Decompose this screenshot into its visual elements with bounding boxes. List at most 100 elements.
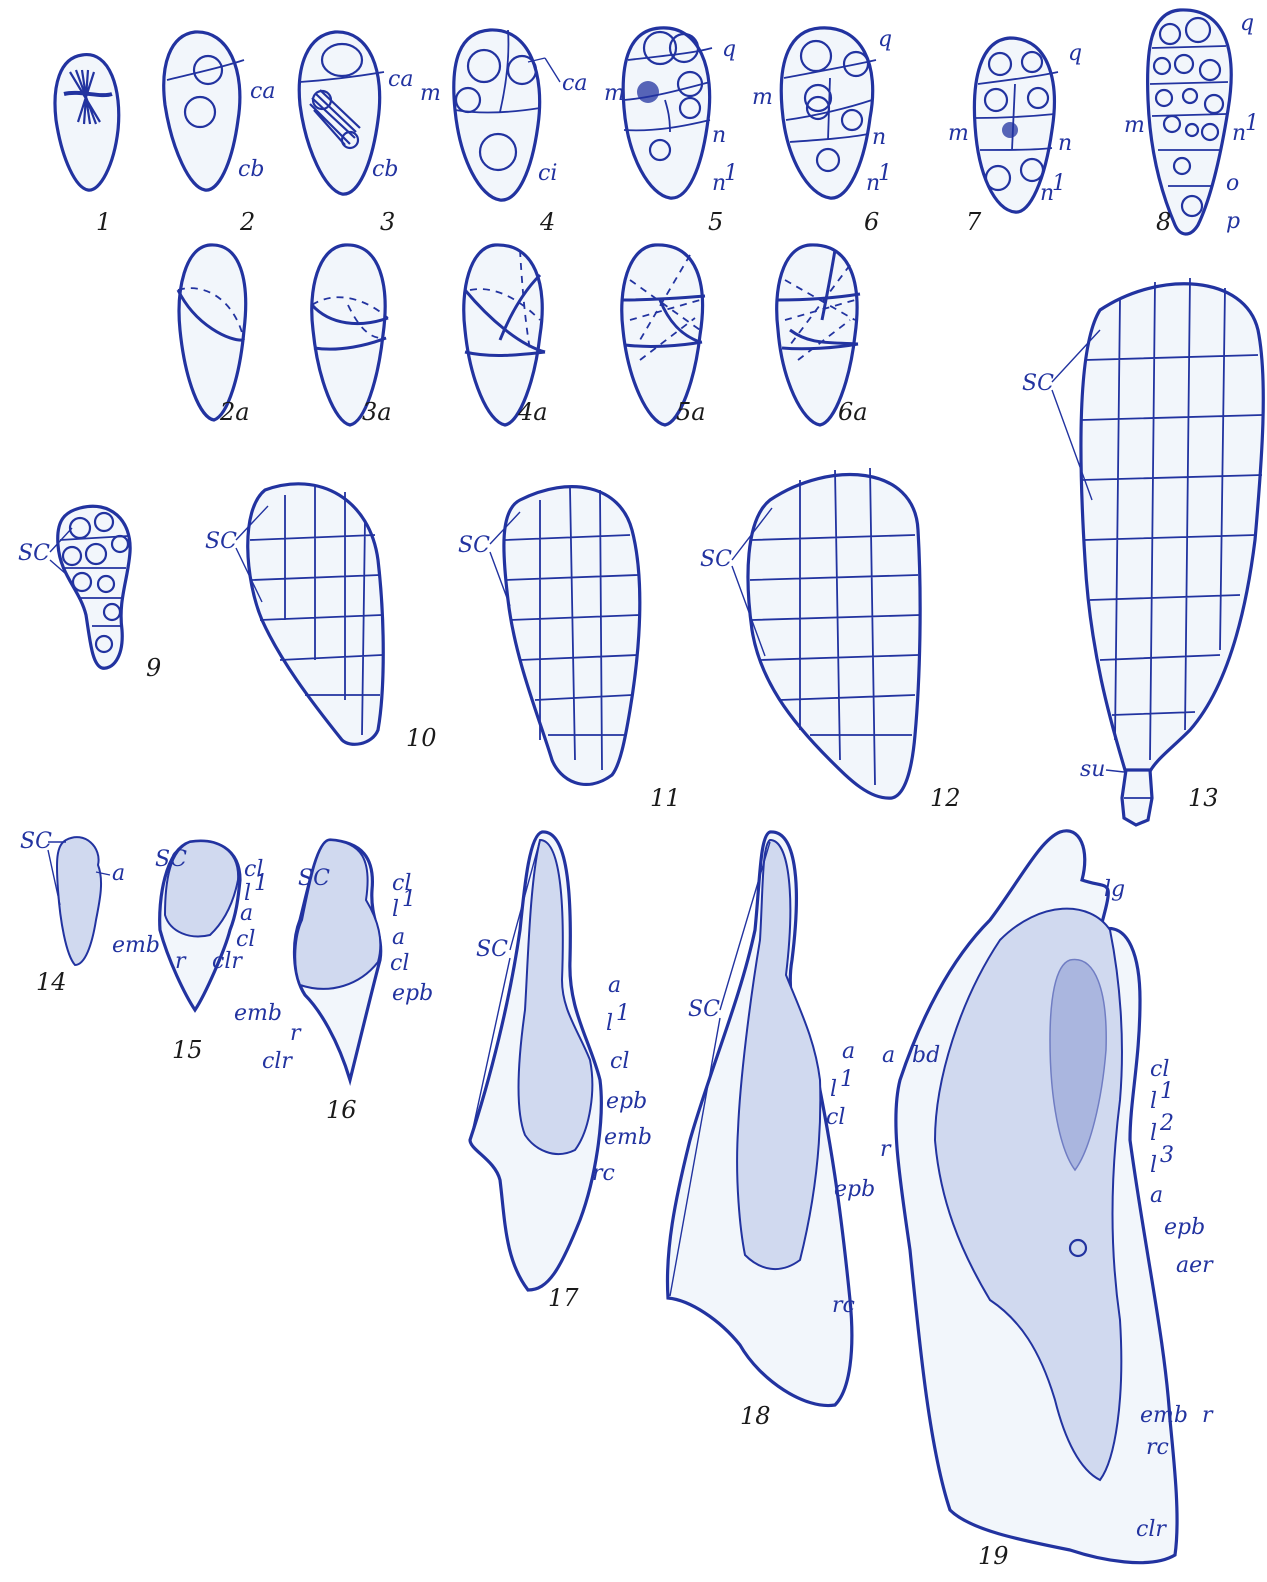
svg-text:r: r — [175, 949, 187, 974]
figure-12: SC 12 — [700, 468, 961, 812]
figure-number-17: 17 — [548, 1284, 579, 1312]
figure-number-19: 19 — [978, 1542, 1009, 1570]
svg-text:1: 1 — [1052, 171, 1066, 196]
figure-5a: 5a — [622, 245, 706, 426]
svg-text:m: m — [420, 81, 441, 106]
svg-text:a: a — [112, 861, 125, 886]
figure-number-6a: 6a — [838, 398, 868, 426]
figure-number-15: 15 — [172, 1036, 203, 1064]
svg-text:clr: clr — [1136, 1517, 1167, 1542]
figure-15: SC cl l 1 a cl emb r clr 15 — [112, 841, 268, 1064]
figure-number-3a: 3a — [362, 398, 392, 426]
svg-text:o: o — [1226, 171, 1239, 196]
figure-2: ca cb 2 — [164, 32, 276, 236]
svg-text:SC: SC — [688, 997, 720, 1022]
svg-text:clr: clr — [262, 1049, 293, 1074]
figure-9: SC 9 — [18, 506, 161, 682]
svg-text:a: a — [842, 1039, 855, 1064]
figure-number-8: 8 — [1156, 208, 1171, 236]
figure-5: m q n n 1 5 — [604, 28, 738, 236]
figure-1: 1 — [55, 55, 119, 236]
figure-number-5: 5 — [708, 208, 723, 236]
svg-text:l: l — [1150, 1121, 1157, 1146]
svg-text:a: a — [1150, 1183, 1163, 1208]
figure-number-2a: 2a — [219, 398, 250, 426]
svg-text:epb: epb — [606, 1089, 647, 1114]
figure-3a: 3a — [312, 245, 392, 426]
svg-text:q: q — [1068, 41, 1082, 66]
svg-text:n: n — [872, 125, 886, 150]
figure-14: SC a 14 — [20, 829, 125, 996]
svg-text:rc: rc — [1146, 1435, 1169, 1460]
svg-text:r: r — [290, 1021, 302, 1046]
svg-text:3: 3 — [1160, 1143, 1174, 1168]
figure-2a: 2a — [178, 245, 250, 426]
svg-text:m: m — [948, 121, 969, 146]
svg-text:1: 1 — [616, 1001, 630, 1026]
figure-number-3: 3 — [380, 208, 395, 236]
svg-text:q: q — [878, 27, 892, 52]
svg-text:cb: cb — [372, 157, 398, 182]
svg-text:a: a — [240, 901, 253, 926]
figure-number-5a: 5a — [676, 398, 706, 426]
svg-text:epb: epb — [1164, 1215, 1205, 1240]
svg-text:1: 1 — [402, 887, 416, 912]
svg-text:emb: emb — [604, 1125, 652, 1150]
svg-text:SC: SC — [700, 547, 732, 572]
figure-6a: 6a — [777, 245, 868, 426]
figure-number-11: 11 — [650, 784, 681, 812]
figure-number-2: 2 — [239, 208, 255, 236]
figure-number-7: 7 — [966, 208, 982, 236]
svg-text:cl: cl — [610, 1049, 629, 1074]
svg-text:p: p — [1226, 209, 1240, 234]
svg-text:1: 1 — [840, 1067, 854, 1092]
svg-text:ci: ci — [538, 161, 557, 186]
svg-text:aer: aer — [1176, 1253, 1214, 1278]
svg-text:clr: clr — [212, 949, 243, 974]
figure-number-13: 13 — [1188, 784, 1219, 812]
svg-text:ca: ca — [388, 67, 413, 92]
svg-text:r: r — [1202, 1403, 1214, 1428]
figure-11: SC 11 — [458, 487, 681, 812]
svg-text:1: 1 — [1245, 111, 1259, 136]
svg-text:m: m — [1124, 113, 1145, 138]
svg-text:su: su — [1080, 757, 1105, 782]
figure-number-9: 9 — [146, 654, 161, 682]
svg-text:rc: rc — [832, 1293, 855, 1318]
figure-number-16: 16 — [326, 1096, 357, 1124]
figure-number-6: 6 — [864, 208, 879, 236]
svg-text:l: l — [830, 1077, 837, 1102]
figure-8: m q n 1 o p 8 — [1124, 10, 1259, 236]
figure-number-14: 14 — [36, 968, 67, 996]
svg-text:l: l — [392, 897, 399, 922]
figure-7: m q n n 1 7 — [948, 38, 1082, 236]
svg-text:l: l — [606, 1011, 613, 1036]
figure-17: SC a l 1 cl epb emb rc 17 — [470, 832, 652, 1312]
figure-10: SC 10 — [205, 484, 437, 752]
svg-text:SC: SC — [20, 829, 52, 854]
svg-text:lg: lg — [1104, 877, 1125, 902]
svg-text:SC: SC — [298, 866, 330, 891]
svg-text:a: a — [882, 1043, 895, 1068]
svg-text:emb: emb — [234, 1001, 282, 1026]
svg-text:l: l — [1150, 1089, 1157, 1114]
svg-text:SC: SC — [1022, 371, 1054, 396]
svg-text:cl: cl — [390, 951, 409, 976]
svg-text:1: 1 — [724, 161, 738, 186]
svg-text:emb: emb — [112, 933, 160, 958]
svg-text:n: n — [1058, 131, 1072, 156]
svg-text:n: n — [712, 123, 726, 148]
figure-19: lg a bd cl l 1 l 2 l 3 a epb aer emb r r… — [882, 831, 1214, 1570]
svg-text:r: r — [880, 1137, 892, 1162]
svg-text:q: q — [1240, 11, 1254, 36]
svg-text:ca: ca — [250, 79, 275, 104]
svg-text:SC: SC — [476, 937, 508, 962]
svg-text:SC: SC — [18, 541, 50, 566]
svg-text:SC: SC — [155, 847, 187, 872]
svg-text:SC: SC — [458, 533, 490, 558]
svg-text:ca: ca — [562, 71, 587, 96]
svg-text:bd: bd — [912, 1043, 940, 1068]
figure-18: SC a l 1 cl epb rc r 18 — [667, 832, 892, 1430]
figure-4: m ca ci 4 — [420, 30, 587, 236]
